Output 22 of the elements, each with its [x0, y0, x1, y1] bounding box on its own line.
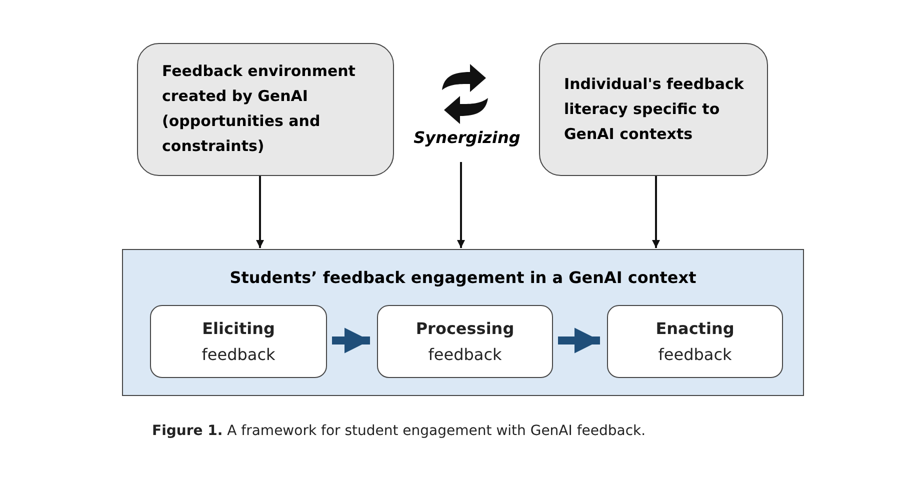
step-title: Processing	[416, 318, 514, 340]
box-text: Feedback environment created by GenAI (opportunities and constraints)	[162, 61, 356, 157]
arrow	[256, 176, 264, 248]
panel-heading: Students’ feedback engagement in a GenAI context	[228, 268, 698, 287]
step-subtitle: feedback	[428, 344, 502, 366]
block-arrow	[332, 328, 370, 354]
step-title: Eliciting	[202, 318, 275, 340]
box-text: Individual's feedback literacy specific to GenAI contexts	[564, 74, 745, 145]
step-box	[150, 305, 327, 378]
step-title: Enacting	[656, 318, 734, 340]
step-subtitle: feedback	[658, 344, 732, 366]
block-arrow	[558, 328, 600, 354]
step-box	[607, 305, 783, 378]
arrow	[652, 176, 660, 248]
rounded-box	[137, 43, 394, 176]
figure-caption: Figure 1. A framework for student engagement with GenAI feedback.	[152, 423, 646, 439]
context-panel	[122, 249, 804, 396]
rounded-box	[539, 43, 768, 176]
step-subtitle: feedback	[202, 344, 276, 366]
arrow	[457, 162, 465, 248]
edge-source-label: Synergizing	[408, 124, 526, 152]
step-box	[377, 305, 553, 378]
